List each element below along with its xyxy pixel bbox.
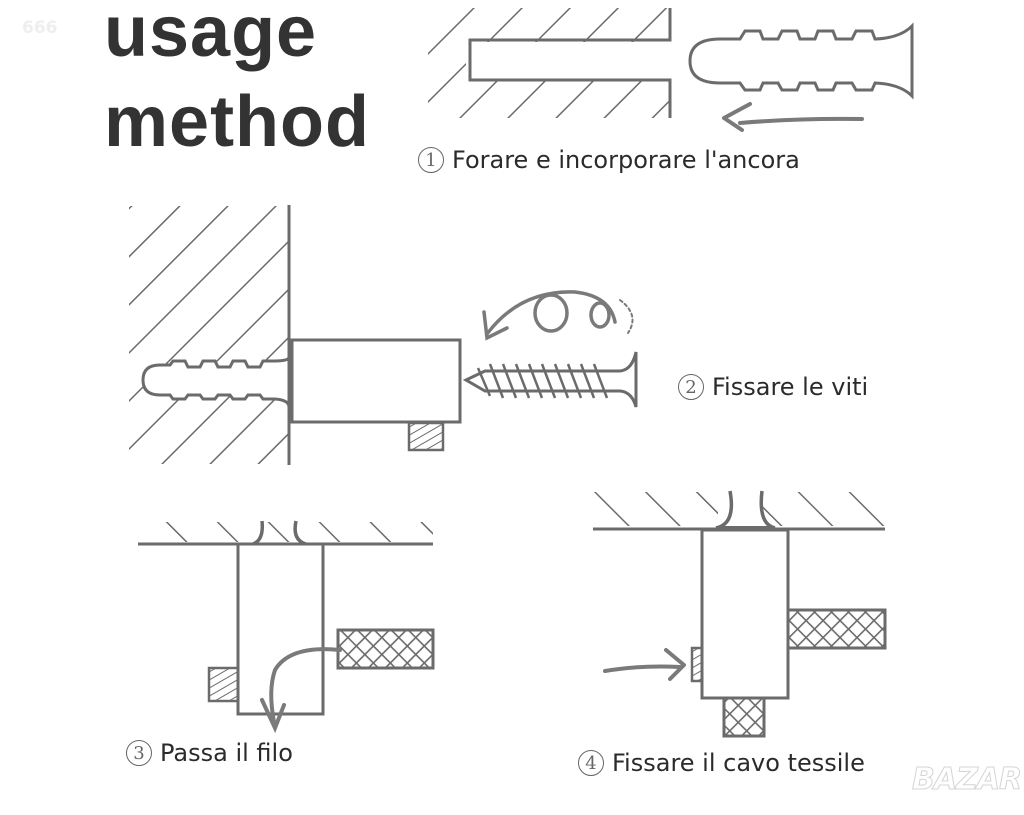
step-2-caption: 2 Fissare le viti bbox=[678, 373, 868, 401]
rotate-arrow-icon bbox=[482, 290, 634, 341]
step3-ceiling bbox=[138, 520, 435, 716]
step2-wall bbox=[129, 205, 291, 465]
step-number-badge: 2 bbox=[678, 374, 704, 400]
title-line-method: method bbox=[104, 82, 370, 162]
bazar-watermark-logo: BAZAR bbox=[911, 762, 1022, 798]
step4-ceiling bbox=[593, 490, 887, 738]
step-label: Passa il filo bbox=[160, 739, 293, 767]
step-label: Forare e incorporare l'ancora bbox=[452, 146, 800, 174]
watermark-number: 666 bbox=[22, 18, 58, 38]
step-label: Fissare le viti bbox=[712, 373, 869, 401]
step1-anchor-plug bbox=[688, 22, 914, 100]
step-1-caption: 1 Forare e incorporare l'ancora bbox=[418, 146, 800, 174]
arrow-left-icon bbox=[722, 102, 864, 132]
screw-icon bbox=[462, 351, 638, 408]
step2-anchor-plug bbox=[141, 356, 291, 408]
curved-arrow-down-icon bbox=[260, 647, 342, 734]
step1-wall bbox=[428, 8, 672, 118]
step-label: Fissare il cavo tessile bbox=[612, 749, 865, 777]
title-line-usage: usage bbox=[104, 0, 318, 72]
step-number-badge: 4 bbox=[578, 750, 604, 776]
step-4-caption: 4 Fissare il cavo tessile bbox=[578, 749, 865, 777]
step-3-caption: 3 Passa il filo bbox=[126, 739, 293, 767]
step-number-badge: 3 bbox=[126, 740, 152, 766]
step2-connector-box bbox=[290, 338, 462, 452]
step-number-badge: 1 bbox=[418, 147, 444, 173]
arrow-right-icon bbox=[603, 648, 686, 681]
